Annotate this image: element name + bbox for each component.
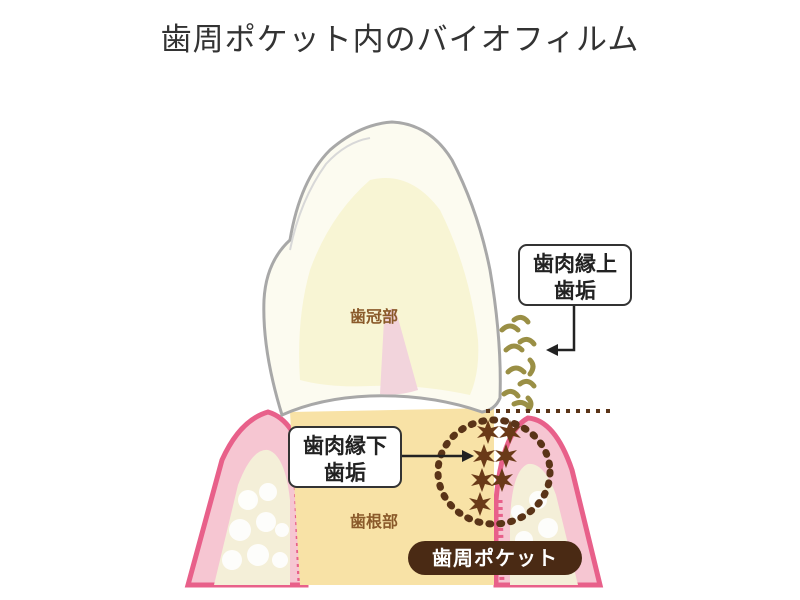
sub-plaque	[469, 420, 521, 516]
sub-callout-line2: 歯垢	[324, 461, 366, 485]
supra-callout-line2: 歯垢	[554, 279, 596, 303]
supra-callout-line1: 歯肉縁上	[533, 252, 617, 276]
root-label: 歯根部	[350, 512, 399, 531]
left-bone-cells	[222, 483, 289, 570]
pocket-outline	[434, 416, 554, 528]
crown-highlight	[289, 137, 371, 251]
tooth-pulp	[380, 308, 418, 395]
sub-callout-line1: 歯肉縁下	[303, 434, 387, 458]
crown-shade	[299, 178, 479, 395]
supra-arrow	[552, 306, 576, 352]
crown-label: 歯冠部	[350, 307, 399, 326]
supra-plaque	[499, 314, 537, 413]
periodontal-pocket-badge: 歯周ポケット	[408, 541, 582, 575]
supra-arrowhead	[546, 344, 558, 356]
page-title: 歯周ポケット内のバイオフィルム	[160, 22, 640, 58]
sub-arrowhead	[462, 450, 474, 462]
subgingival-plaque-callout: 歯肉縁下 歯垢	[288, 426, 402, 488]
supragingival-plaque-callout: 歯肉縁上 歯垢	[518, 244, 632, 306]
